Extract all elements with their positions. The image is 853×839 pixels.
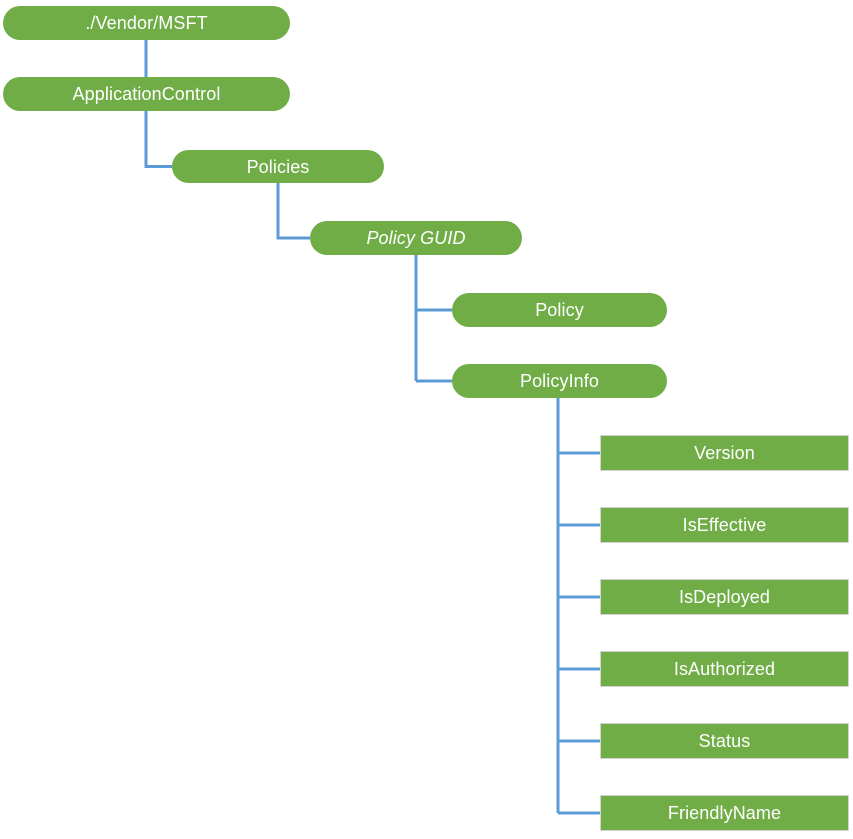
node-is-deployed[interactable]: IsDeployed <box>600 579 849 615</box>
node-policies[interactable]: Policies <box>172 150 384 183</box>
node-policy[interactable]: Policy <box>452 293 667 327</box>
node-is-effective[interactable]: IsEffective <box>600 507 849 543</box>
node-policy-info[interactable]: PolicyInfo <box>452 364 667 398</box>
node-label: Policy <box>535 300 584 320</box>
node-vendor-msft[interactable]: ./Vendor/MSFT <box>3 6 290 40</box>
node-label: Version <box>694 443 755 463</box>
node-application-control[interactable]: ApplicationControl <box>3 77 290 111</box>
node-label: ApplicationControl <box>72 84 221 104</box>
node-label: IsDeployed <box>678 587 771 607</box>
node-is-authorized[interactable]: IsAuthorized <box>600 651 849 687</box>
node-label: ./Vendor/MSFT <box>85 13 208 33</box>
node-label: Status <box>698 731 751 751</box>
node-label: PolicyInfo <box>519 371 600 391</box>
node-friendly-name[interactable]: FriendlyName <box>600 795 849 831</box>
node-status[interactable]: Status <box>600 723 849 759</box>
edge-applicationcontrol-to-policies <box>144 111 172 168</box>
node-version[interactable]: Version <box>600 435 849 471</box>
node-label: FriendlyName <box>667 803 782 823</box>
node-label: Policies <box>246 156 310 177</box>
node-policy-guid[interactable]: Policy GUID <box>310 221 522 255</box>
node-label: IsEffective <box>682 515 767 535</box>
edge-policies-to-policyguid <box>276 183 310 240</box>
node-label: IsAuthorized <box>673 659 776 679</box>
node-label: Policy GUID <box>366 228 466 248</box>
